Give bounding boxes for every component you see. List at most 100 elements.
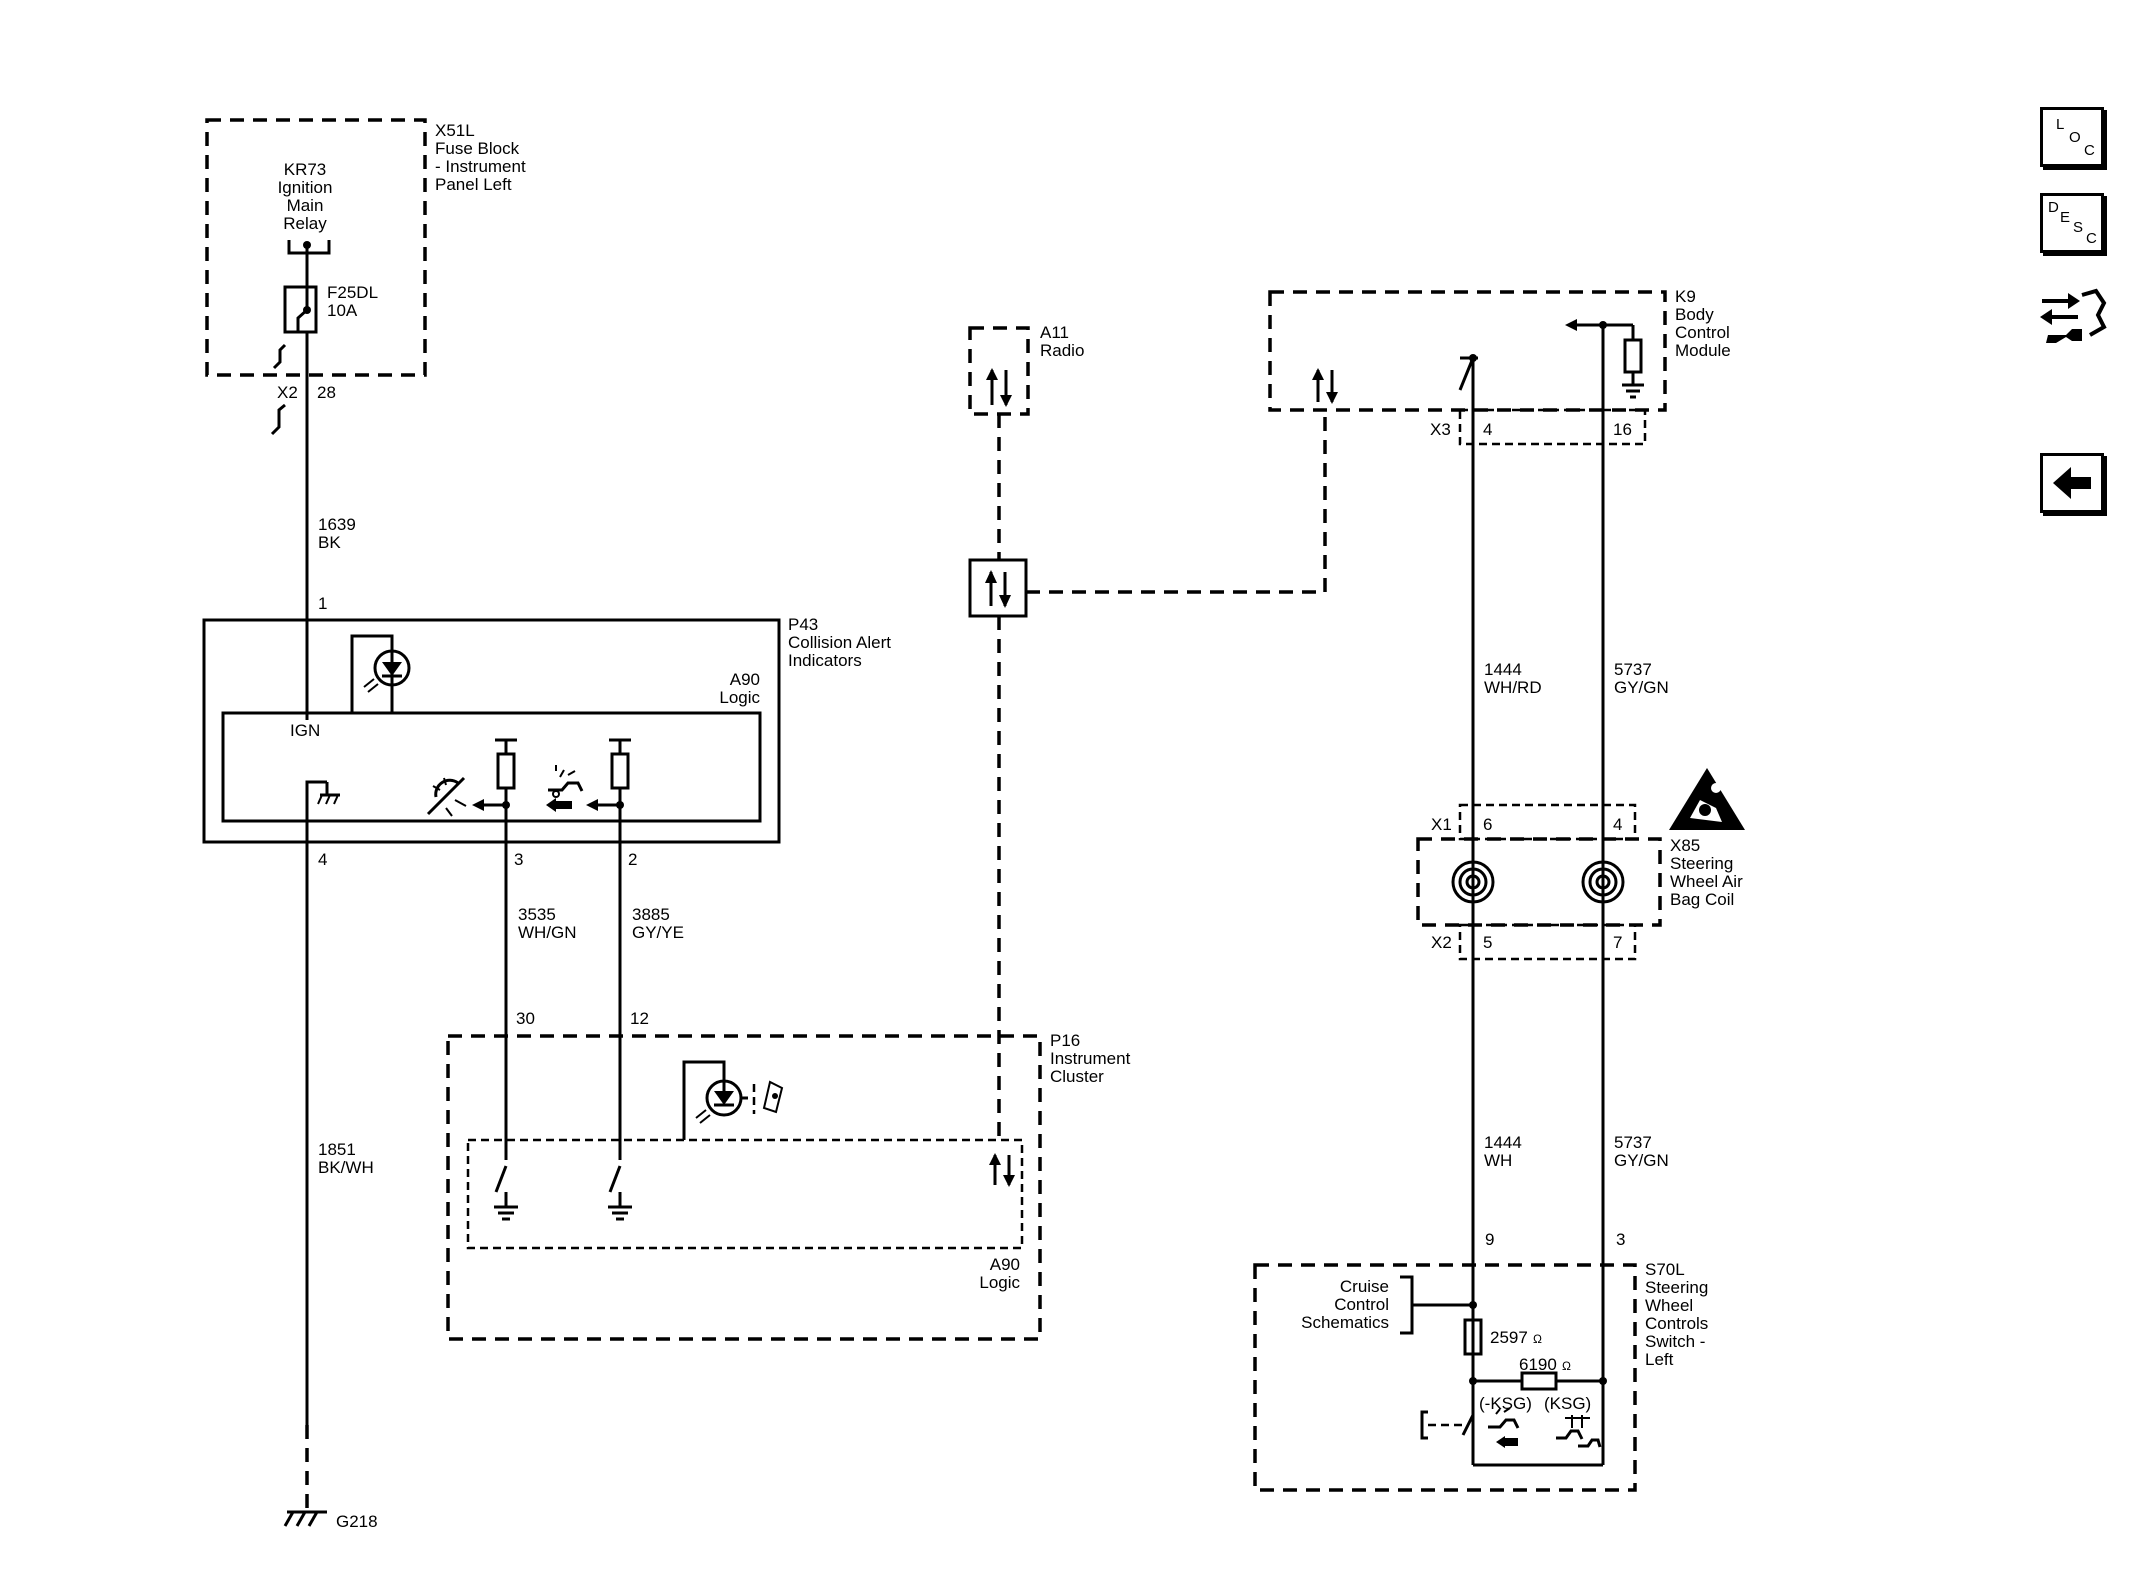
loc-letter-c: C — [2084, 142, 2095, 159]
s70l-line2: Wheel — [1645, 1296, 1693, 1315]
bcm-pulldown-resistor — [1623, 338, 1643, 374]
p16-logic-name: Logic — [979, 1273, 1020, 1292]
x51l-fuse-block: X51L Fuse Block - Instrument Panel Left … — [205, 118, 526, 377]
wire-5737b-color: GY/GN — [1614, 1151, 1669, 1170]
s70l-steering-wheel-controls-switch-left: S70L Steering Wheel Controls Switch - Le… — [1253, 1260, 1708, 1492]
x85-steering-wheel-air-bag-coil: X85 Steering Wheel Air Bag Coil — [1416, 768, 1745, 927]
wire-3885-color: GY/YE — [632, 923, 684, 942]
bcm-data-arrows-icon — [1312, 368, 1338, 404]
cluster-switch-12 — [608, 1140, 632, 1221]
pin-k9-16: 16 — [1613, 420, 1632, 439]
x1-label: X1 — [1431, 815, 1452, 834]
pin-s70l-9: 9 — [1485, 1230, 1494, 1249]
pin-p43-2: 2 — [628, 850, 637, 869]
p16-line1: Instrument — [1050, 1049, 1131, 1068]
k9-line2: Control — [1675, 323, 1730, 342]
chassis-ground-icon — [283, 1510, 327, 1527]
x51l-line2: - Instrument — [435, 157, 526, 176]
desc-letter-c: C — [2086, 230, 2097, 247]
x51l-line1: Fuse Block — [435, 139, 520, 158]
desc-letter-e: E — [2060, 209, 2071, 226]
x3-connector — [1458, 408, 1647, 446]
forward-collision-icon — [546, 765, 584, 812]
p16-instrument-cluster: P16 Instrument Cluster A90 Logic — [446, 1031, 1131, 1341]
relay-contact-icon — [287, 240, 331, 255]
wire-1444b-color: WH — [1484, 1151, 1512, 1170]
bcm-switch-input-icon — [1458, 354, 1478, 391]
wire-1851-circuit: 1851 — [318, 1140, 356, 1159]
loc-letter-l: L — [2056, 116, 2065, 133]
a11-radio: A11 Radio — [968, 323, 1084, 416]
cruise-line1: Cruise — [1340, 1277, 1389, 1296]
s70l-ref: S70L — [1645, 1260, 1685, 1279]
f25dl-rating: 10A — [327, 301, 358, 320]
r2-unit: Ω — [1562, 1359, 1571, 1373]
pin-x2-7: 7 — [1613, 933, 1622, 952]
s70l-line5: Left — [1645, 1350, 1674, 1369]
wire-1639-circuit: 1639 — [318, 515, 356, 534]
ground-g218: G218 — [336, 1512, 378, 1531]
kr73-line1: Ignition — [278, 178, 333, 197]
p43-collision-alert-indicators: P43 Collision Alert Indicators A90 Logic… — [202, 615, 891, 844]
pedestrian-car-icon — [752, 1080, 784, 1114]
desc-letter-s: S — [2073, 219, 2084, 236]
cruise-reference-bracket — [1400, 1275, 1414, 1335]
pin-p43-1: 1 — [318, 594, 327, 613]
led-icon — [373, 649, 411, 687]
collision-alert-switch-icon — [1488, 1407, 1520, 1448]
cluster-switch-30 — [494, 1140, 518, 1221]
airbag-warning-icon — [1669, 768, 1745, 830]
p16-ref: P16 — [1050, 1031, 1080, 1050]
pin-p16-30: 30 — [516, 1009, 535, 1028]
logic-ground-icon — [317, 782, 340, 805]
pullup-resistor-3 — [496, 752, 516, 790]
ksg-pos-label: (KSG) — [1544, 1394, 1591, 1413]
pin-s70l-3: 3 — [1616, 1230, 1625, 1249]
p16-line2: Cluster — [1050, 1067, 1104, 1086]
p43-logic-name: Logic — [719, 688, 760, 707]
cruise-line2: Control — [1334, 1295, 1389, 1314]
x51l-line3: Panel Left — [435, 175, 512, 194]
s70l-line4: Switch - — [1645, 1332, 1705, 1351]
description-view-button[interactable]: D E S C — [2040, 193, 2104, 253]
resistor-6190 — [1520, 1371, 1558, 1391]
x85-line2: Wheel Air — [1670, 872, 1743, 891]
p16-logic-ref: A90 — [990, 1255, 1020, 1274]
x85-line1: Steering — [1670, 854, 1733, 873]
wire-3885-circuit: 3885 — [632, 905, 670, 924]
wire-1639-color: BK — [318, 533, 341, 552]
pin-p43-4: 4 — [318, 850, 327, 869]
cruise-line3: Schematics — [1301, 1313, 1389, 1332]
x2-right-label: X2 — [1431, 933, 1452, 952]
x3-label: X3 — [1430, 420, 1451, 439]
arrow-left-icon — [2053, 467, 2091, 499]
loc-letter-o: O — [2069, 129, 2081, 146]
k9-body-control-module: K9 Body Control Module — [1268, 287, 1731, 412]
pin-k9-4: 4 — [1483, 420, 1492, 439]
clockspring-coil-icon — [1451, 860, 1495, 904]
f25dl-ref: F25DL — [327, 283, 378, 302]
kr73-line3: Relay — [283, 214, 327, 233]
pin-p16-12: 12 — [630, 1009, 649, 1028]
s70l-line3: Controls — [1645, 1314, 1708, 1333]
ksg-neg-label: (-KSG) — [1479, 1394, 1532, 1413]
connector-tool-icon[interactable] — [2038, 283, 2108, 351]
clockspring-coil-icon-2 — [1581, 860, 1625, 904]
p43-line2: Indicators — [788, 651, 862, 670]
wire-1851-color: BK/WH — [318, 1158, 374, 1177]
k9-line1: Body — [1675, 305, 1714, 324]
r1-unit: Ω — [1533, 1332, 1542, 1346]
p43-ign-label: IGN — [290, 721, 320, 740]
wire-1444b-circuit: 1444 — [1484, 1133, 1522, 1152]
back-button[interactable] — [2040, 453, 2104, 513]
s70l-line1: Steering — [1645, 1278, 1708, 1297]
x51l-ref: X51L — [435, 121, 475, 140]
connector-hook-icon-2 — [270, 403, 286, 436]
following-distance-icon — [1556, 1415, 1602, 1448]
collision-warning-off-icon — [426, 776, 467, 817]
location-view-button[interactable]: L O C — [2040, 107, 2104, 167]
wire-5737a-circuit: 5737 — [1614, 660, 1652, 679]
bcm-ground-icon — [1622, 383, 1644, 399]
pin-p43-3: 3 — [514, 850, 523, 869]
